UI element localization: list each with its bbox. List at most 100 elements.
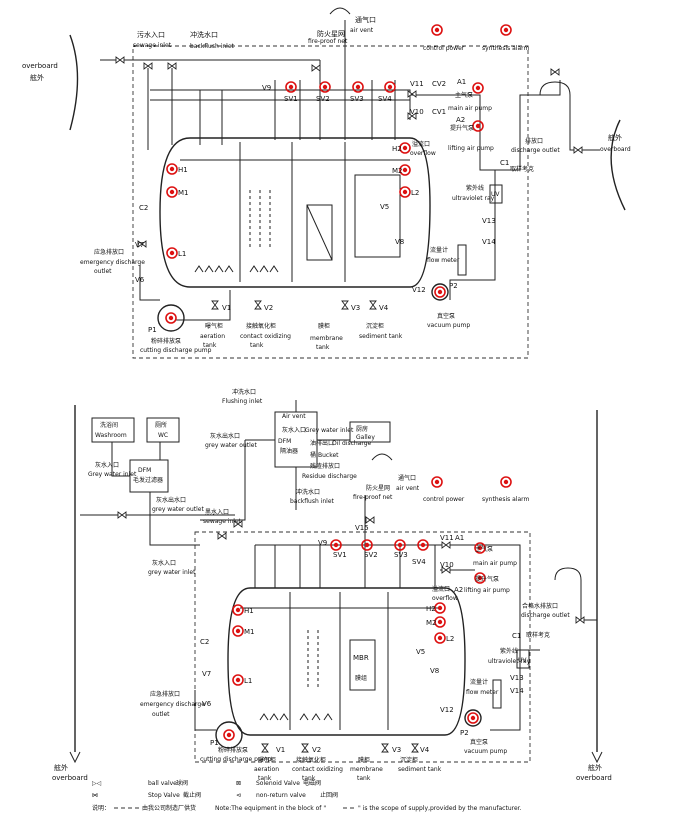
- legend-stop-en: Stop Valve: [148, 792, 180, 799]
- bottom-aeration-cn: 曝气柜: [258, 756, 276, 764]
- top-sediment-en: sediment tank: [359, 333, 403, 340]
- bottom-grey-out-en: grey water outlet: [205, 442, 257, 449]
- bottom-M1: M1: [244, 628, 255, 636]
- top-header-pipes: [150, 89, 411, 120]
- legend-ball-en: ball valve: [148, 780, 177, 787]
- top-main-air-en: main air pump: [448, 105, 492, 112]
- bottom-lamp-P2: [467, 712, 479, 724]
- bottom-vent-cap: [371, 453, 393, 461]
- top-lamp-control: [431, 24, 443, 36]
- top-sediment-cn: 沉淀柜: [366, 322, 384, 330]
- bottom-overflow-cn: 溢流口: [432, 585, 450, 593]
- top-flowmeter: [457, 244, 467, 276]
- bottom-flushing-cn: 冲洗水口: [232, 388, 256, 396]
- top-overboard-cn: 舷外: [30, 73, 44, 82]
- top-V6: V6: [135, 276, 145, 284]
- bottom-valve-V1: [261, 743, 269, 753]
- bottom-V14: V14: [510, 687, 524, 695]
- top-membrane-diag: [306, 204, 333, 261]
- bottom-grey-out-l-en: grey water outlet: [152, 506, 204, 513]
- bottom-valve-V15: [365, 516, 375, 524]
- bottom-SV1: SV1: [333, 551, 347, 559]
- bottom-V5: V5: [416, 648, 425, 656]
- bottom-membrane-cn: 膜柜: [358, 756, 370, 764]
- top-M2: M2: [392, 167, 403, 175]
- bottom-residue-en: Residue discharge: [302, 473, 357, 480]
- top-overboard-r-en: overboard: [600, 146, 631, 153]
- top-C1: C1: [500, 159, 509, 167]
- top-V8: V8: [395, 238, 404, 246]
- bottom-sewage-in-cn: 黑水入口: [205, 508, 229, 516]
- bottom-V7: V7: [202, 670, 211, 678]
- top-contact-en: contact oxidizing: [240, 333, 291, 340]
- top-discharge-line: [410, 80, 561, 171]
- bottom-valve-V3: [381, 743, 389, 753]
- bottom-mbr-label: MBR: [353, 654, 369, 662]
- bottom-grey-in-en: Grey water inlet: [305, 427, 354, 434]
- bottom-discharge-en: discharge outlet: [521, 612, 570, 619]
- bottom-backflush-en: backflush inlet: [290, 498, 335, 505]
- top-V9: V9: [262, 84, 271, 92]
- bottom-V11: V11: [440, 534, 454, 542]
- top-V1: V1: [222, 304, 231, 312]
- bottom-grey-out-cn: 灰水出水口: [210, 432, 240, 440]
- bottom-main-air-cn: 主气泵: [475, 545, 493, 553]
- top-hull-left: [69, 34, 79, 131]
- bottom-A2: A2: [454, 586, 463, 594]
- top-emerg-en: emergency discharge: [80, 259, 145, 266]
- bottom-galley-box: [349, 421, 391, 443]
- top-lift-air-en: lifting air pump: [448, 145, 494, 152]
- bottom-grey-inlet-l-cn: 灰水入口: [95, 461, 119, 469]
- top-fireproof-cn: 防火星网: [317, 29, 345, 38]
- bottom-aeration-tank: tank: [258, 775, 272, 782]
- bottom-valve-V2: [301, 743, 309, 753]
- bottom-overboard-r-en: overboard: [576, 774, 612, 782]
- top-V12: V12: [412, 286, 426, 294]
- bottom-L1: L1: [244, 677, 252, 685]
- bottom-L2: L2: [446, 635, 454, 643]
- bottom-residue-cn: 残渣排放口: [310, 462, 340, 470]
- top-lift-air-cn: 提升气泵: [450, 124, 474, 132]
- bottom-grey-in-cn: 灰水入口: [282, 426, 306, 434]
- bottom-grey-inlet-l-en: Grey water inlet: [88, 471, 137, 478]
- top-lamp-alarm: [500, 24, 512, 36]
- top-C2: C2: [139, 204, 148, 212]
- bottom-membrane-tank: tank: [357, 775, 371, 782]
- bottom-airvent2-cn: 通气口: [398, 474, 416, 482]
- bottom-lamp-L2: [434, 632, 446, 644]
- bottom-dfm-h-cn: 毛发过滤器: [133, 476, 163, 484]
- legend-scope-cn: 由我公司制造厂供货: [142, 804, 196, 812]
- top-valve-V4: [369, 300, 377, 310]
- bottom-lamp-M1: [232, 625, 244, 637]
- bottom-lamp-P1: [223, 729, 235, 741]
- bottom-V10: V10: [440, 561, 454, 569]
- bottom-cutting-en: cutting discharge pump: [200, 756, 272, 763]
- top-uv-cn: 紫外线: [466, 184, 484, 192]
- legend-ball-symbol: ▷◁: [92, 780, 102, 787]
- top-lamp-H1: [166, 163, 178, 175]
- bottom-backflush-cn: 冲洗水口: [296, 488, 320, 496]
- legend-nonreturn-cn: 止回阀: [320, 791, 338, 799]
- legend-solenoid-symbol: ⊠: [236, 780, 241, 787]
- top-synthesis-alarm: synthesis alarm: [482, 45, 530, 52]
- bottom-uv-box: [516, 649, 530, 669]
- top-lamp-M1: [166, 186, 178, 198]
- bottom-sediment-en: sediment tank: [398, 766, 442, 773]
- top-SV2: SV2: [316, 95, 330, 103]
- top-V13: V13: [482, 217, 496, 225]
- bottom-lamp-control: [431, 476, 443, 488]
- top-gooseneck: [539, 81, 600, 151]
- bottom-valve-grey-out: [117, 511, 127, 519]
- bottom-lamp-M2: [434, 616, 446, 628]
- bottom-V12: V12: [440, 706, 454, 714]
- top-discharge-pump-line: [139, 265, 231, 321]
- top-valve-vent: [311, 64, 321, 72]
- bottom-C2: C2: [200, 638, 209, 646]
- bottom-H2: H2: [426, 605, 436, 613]
- bottom-C1: C1: [512, 632, 521, 640]
- bottom-overflow-en: overflow: [432, 595, 458, 602]
- bottom-valve-flush: [217, 532, 227, 540]
- bottom-wc-cn: 厕所: [155, 421, 167, 429]
- bottom-wc-box: [146, 417, 180, 443]
